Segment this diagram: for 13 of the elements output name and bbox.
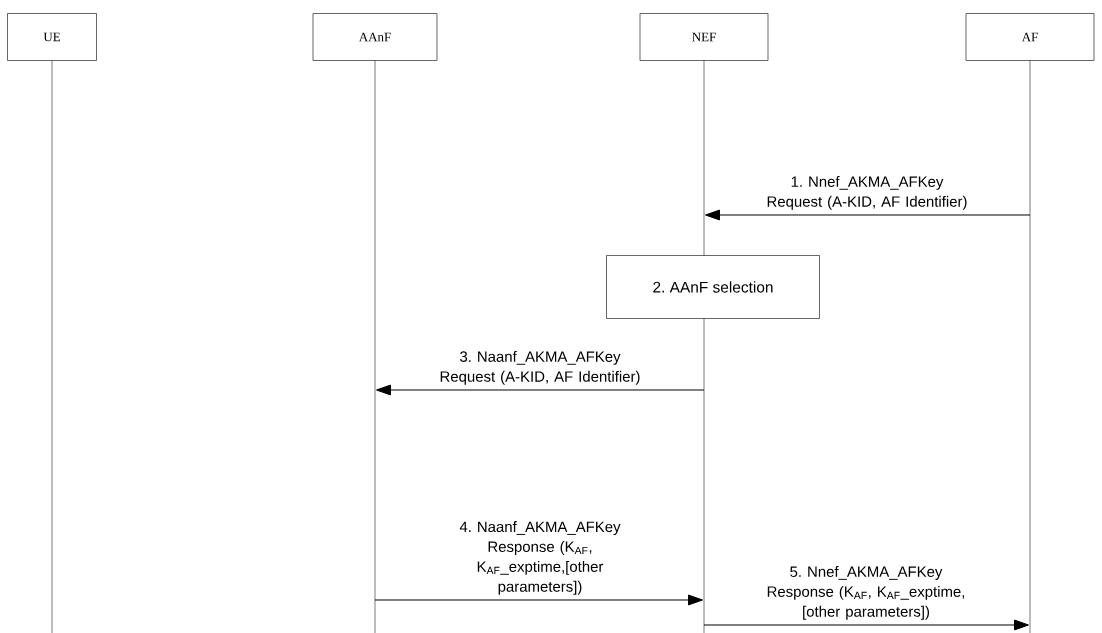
lifeline-header: UE xyxy=(7,13,97,61)
message-arrow xyxy=(376,384,705,396)
lifeline-header: AAnF xyxy=(312,13,438,61)
message-label: 1. Nnef_AKMA_AFKey Request (A-KID, AF Identifier) xyxy=(767,175,967,210)
message-label: 5. Nnef_AKMA_AFKey Response (K$_{AF}$, K$_{AF}$_exptime, [other parameters]) xyxy=(767,566,965,620)
process-box: 2. AAnF selection xyxy=(606,255,820,319)
lifeline-header: NEF xyxy=(639,13,769,61)
message-arrow xyxy=(374,594,703,606)
message-label: 3. Naanf_AKMA_AFKey Request (A-KID, AF Identifier) xyxy=(440,350,640,385)
lifeline-header: AF xyxy=(965,13,1095,61)
message-arrow xyxy=(705,209,1031,221)
message-arrow xyxy=(703,619,1029,631)
message-label: 4. Naanf_AKMA_AFKey Response (K$_{AF}$, K$_{AF}$_exptime,[other parameters]) xyxy=(459,521,621,595)
